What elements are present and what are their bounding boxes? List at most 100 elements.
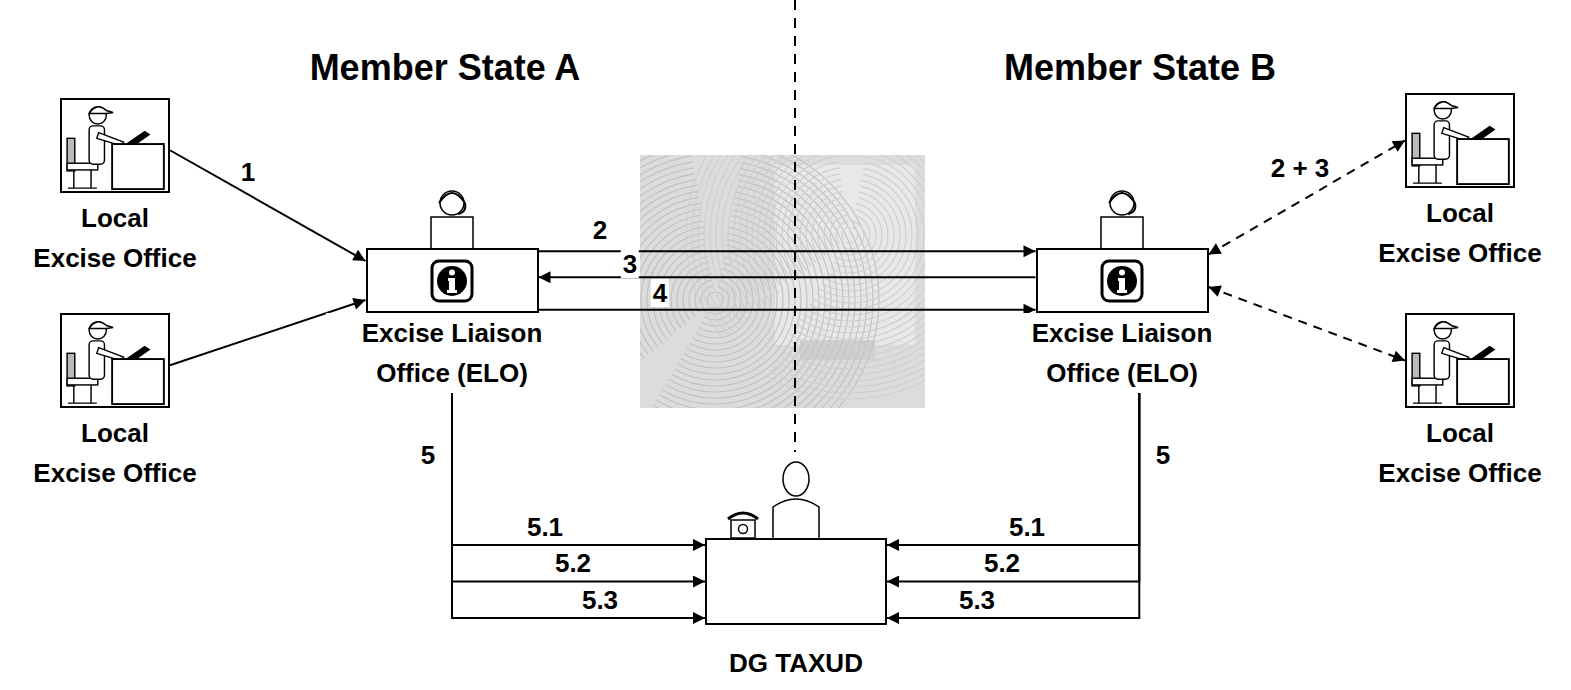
fingerprint-ridge xyxy=(653,238,777,362)
person-shoulders xyxy=(431,217,473,250)
label-line: Office (ELO) xyxy=(374,353,530,393)
label-line: Local xyxy=(1354,193,1566,233)
desk xyxy=(1457,359,1509,404)
fingerprint-ridge xyxy=(722,155,925,363)
person-torso xyxy=(89,341,104,379)
office-worker-icon xyxy=(1405,313,1515,408)
callout-number: 5.2 xyxy=(553,549,593,577)
fingerprint-ridge xyxy=(692,155,925,393)
fingerprint-ridge xyxy=(782,167,918,303)
liaison-box xyxy=(1036,248,1209,313)
officer-icon xyxy=(701,455,891,538)
desk xyxy=(1457,139,1509,184)
node-label: Excise Liaison Office (ELO) xyxy=(326,313,578,393)
info-dot xyxy=(1119,270,1125,276)
callout-number: 5.3 xyxy=(957,586,997,614)
directorate-box xyxy=(705,538,887,625)
fingerprint-ridge xyxy=(746,155,925,339)
fingerprint-ridge xyxy=(640,220,795,380)
person-shoulders xyxy=(1101,217,1143,250)
fingerprint-ridge xyxy=(824,209,876,261)
liaison-box xyxy=(366,248,539,313)
office-node: Local Excise Office xyxy=(1354,93,1566,273)
liaison-office-node: Excise Liaison Office (ELO) xyxy=(996,185,1248,393)
fingerprint-ridge xyxy=(800,185,900,285)
headset xyxy=(1109,193,1135,214)
node-label: Local Excise Office xyxy=(1354,193,1566,273)
liaison-officer-icon xyxy=(1092,185,1152,248)
callout-number: 4 xyxy=(651,279,669,307)
fingerprint-ridge xyxy=(770,155,925,315)
label-line: Office (ELO) xyxy=(1044,353,1200,393)
info-icon xyxy=(1100,259,1144,303)
dashed-connector xyxy=(1209,141,1406,255)
region-heading: Member State B xyxy=(1002,48,1278,88)
office-worker-icon xyxy=(60,98,170,193)
fingerprint-ridge xyxy=(640,196,819,404)
callout-number: 5.1 xyxy=(525,513,565,541)
person-head xyxy=(440,191,464,215)
region-heading: Member State A xyxy=(308,48,583,88)
callout-number: 1 xyxy=(239,158,257,186)
label-line: Excise Liaison xyxy=(996,313,1248,353)
chair-legs xyxy=(68,385,97,403)
office-node: Local Excise Office xyxy=(1354,313,1566,493)
callout-number: 5 xyxy=(1154,441,1172,469)
fingerprint-ridge xyxy=(788,173,912,297)
callout-number: 2 + 3 xyxy=(1269,154,1332,182)
info-stem xyxy=(1117,278,1127,293)
office-node: Local Excise Office xyxy=(4,98,226,278)
person-cap xyxy=(1434,102,1458,109)
fingerprint-ridge xyxy=(812,197,888,273)
chair-legs xyxy=(68,170,97,188)
person-cap xyxy=(89,107,113,114)
label-line: Excise Liaison xyxy=(326,313,578,353)
label-line: DG TAXUD xyxy=(729,645,863,681)
monitor xyxy=(126,346,151,359)
desk xyxy=(112,359,164,404)
fingerprint-ridge xyxy=(641,226,789,374)
fingerprint-ridge xyxy=(740,155,925,345)
liaison-officer-icon xyxy=(422,185,482,248)
label-line: Excise Office xyxy=(1378,453,1541,493)
label-line: Local xyxy=(4,198,226,238)
monitor xyxy=(126,131,151,144)
person-body xyxy=(773,499,819,539)
node-label: Local Excise Office xyxy=(4,413,226,493)
arrow-connector xyxy=(170,150,366,261)
label-line: Excise Office xyxy=(33,453,196,493)
label-line: Excise Office xyxy=(1378,233,1541,273)
info-disc xyxy=(437,266,467,296)
callout-number: 5.1 xyxy=(1007,513,1047,541)
fingerprint-ridge xyxy=(640,214,801,386)
fingerprint-ridge xyxy=(758,155,925,327)
person-torso xyxy=(89,126,104,164)
node-label: DG TAXUD xyxy=(681,645,911,681)
callout-number: 3 xyxy=(621,250,639,278)
arrow-connector xyxy=(539,250,1036,252)
callout-number: 5.2 xyxy=(982,549,1022,577)
border-line xyxy=(794,0,796,452)
fingerprint-ridge xyxy=(728,155,925,357)
info-dot xyxy=(449,270,455,276)
person-cap xyxy=(1434,322,1458,329)
headset xyxy=(439,193,465,214)
info-disc xyxy=(1107,266,1137,296)
chair-legs xyxy=(1413,165,1442,183)
arrow-connector xyxy=(539,309,1036,311)
node-label: Local Excise Office xyxy=(1354,413,1566,493)
liaison-office-node: Excise Liaison Office (ELO) xyxy=(326,185,578,393)
arrow-connector xyxy=(539,276,1036,278)
label-line: Local xyxy=(1354,413,1566,453)
monitor xyxy=(1471,126,1496,139)
callout-number: 2 xyxy=(591,216,609,244)
fingerprint-ridge xyxy=(734,155,925,351)
callout-number: 5.3 xyxy=(580,586,620,614)
info-icon xyxy=(430,259,474,303)
fingerprint-ridge xyxy=(830,215,870,255)
info-frame xyxy=(1102,261,1142,301)
label-line: Local xyxy=(4,413,226,453)
monitor xyxy=(1471,346,1496,359)
